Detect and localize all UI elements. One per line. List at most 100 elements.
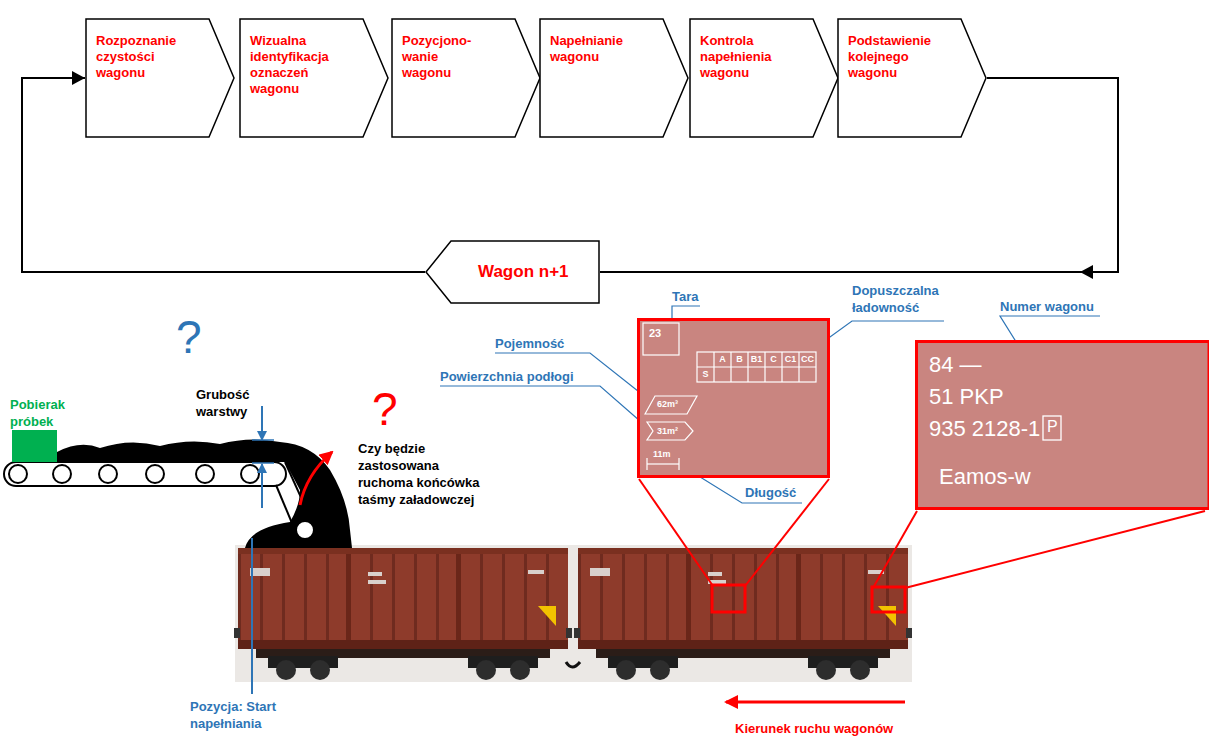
illustration-part — [566, 662, 580, 667]
chevron-outline — [240, 19, 388, 137]
step-text: Wizualna identyfikacja oznaczeń wagonu — [239, 18, 329, 97]
chevron-outline — [838, 19, 986, 137]
process-chevron: Kontrola napełnienia wagonu — [689, 18, 839, 138]
length-symbol — [646, 458, 647, 470]
illustration-part — [251, 538, 253, 694]
illustration-part — [9, 465, 27, 483]
position-label: Pozycja: Start napełniania — [190, 698, 310, 732]
marking-text: 23 — [649, 327, 661, 340]
marking-text: Eamos-w — [939, 464, 1031, 489]
illustration-part — [57, 439, 352, 548]
load-table — [697, 352, 816, 382]
marking-zoom-panel: 23ABB1CC1CC S 62m³ 31m² 11m — [637, 318, 830, 478]
illustration-part — [873, 511, 917, 588]
table-rule — [764, 352, 765, 382]
table-rule — [697, 366, 816, 367]
arrow-head — [1080, 265, 1093, 279]
illustration-part — [574, 548, 912, 680]
step-text: Podstawienie kolejnego wagonu — [837, 18, 931, 81]
process-chevron: Napełnianie wagonu — [539, 18, 689, 138]
length-symbol — [647, 463, 679, 464]
illustration-part — [196, 465, 214, 483]
marking-label: Powierzchnia podłogi — [440, 368, 574, 385]
tare-box — [643, 323, 679, 355]
arrow-head — [72, 71, 85, 85]
illustration-part — [235, 545, 912, 682]
illustration-part — [440, 386, 648, 428]
illustration-part — [639, 479, 713, 586]
question-mark: ? — [372, 384, 398, 435]
step-text: Wagon n+1 — [478, 262, 569, 282]
illustration-part — [146, 465, 164, 483]
table-rule — [730, 352, 731, 382]
question-mark: ? — [176, 312, 202, 363]
marking-text: B1 — [748, 354, 765, 364]
illustration-part — [276, 485, 297, 535]
floor-symbol — [647, 422, 693, 440]
step-text: Rozpoznanie czystości wagonu — [85, 18, 176, 81]
panel-ground — [917, 342, 1209, 509]
marking-text: C1 — [782, 354, 799, 364]
illustration-part — [261, 406, 263, 440]
next-wagon-box: Wagon n+1 — [425, 240, 600, 304]
marking-text: 62m³ — [657, 399, 678, 409]
illustration-part — [12, 430, 57, 462]
marking-label: Numer wagonu — [1000, 298, 1094, 315]
thickness-label: Grubość warstwy — [196, 386, 249, 420]
question-note: Czy będzie zastosowana ruchoma końcówka … — [358, 440, 493, 508]
chevron-outline — [392, 19, 540, 137]
marking-text: 84 — — [929, 352, 982, 377]
table-rule — [781, 352, 782, 382]
marking-label: Pojemność — [495, 335, 564, 352]
illustration-part — [745, 479, 829, 586]
illustration-part — [261, 464, 263, 508]
marking-label: Tara — [672, 288, 699, 305]
step-text: Kontrola napełnienia wagonu — [689, 18, 772, 81]
step-text: Napełnianie wagonu — [539, 18, 623, 65]
illustration-part — [726, 701, 905, 704]
marking-text: CC — [799, 354, 816, 364]
process-chevron: Podstawienie kolejnego wagonu — [837, 18, 987, 138]
marking-label: Długość — [745, 484, 796, 501]
table-rule — [747, 352, 748, 382]
letter-box — [1043, 416, 1061, 440]
length-symbol — [678, 458, 679, 470]
illustration-part — [905, 511, 1205, 588]
marking-label: Dopuszczalna ładowność — [852, 282, 939, 316]
marking-text: B — [731, 354, 748, 364]
marking-text: 11m — [653, 449, 671, 459]
chevron-outline — [86, 19, 234, 137]
process-chevron: Rozpoznanie czystości wagonu — [85, 18, 235, 138]
illustration-part — [252, 439, 274, 441]
illustration-part — [53, 465, 71, 483]
marking-text: S — [697, 369, 714, 379]
illustration-part — [241, 465, 259, 483]
illustration-part — [4, 462, 286, 486]
step-text: Pozycjono- wanie wagonu — [391, 18, 471, 81]
illustration-part — [99, 465, 117, 483]
panel-ground — [639, 320, 829, 477]
chevron-outline — [540, 19, 688, 137]
table-rule — [713, 352, 714, 382]
process-chevron: Wizualna identyfikacja oznaczeń wagonu — [239, 18, 389, 138]
illustration-part — [872, 587, 905, 612]
marking-text: 51 PKP — [929, 384, 1004, 409]
illustration-part — [712, 585, 745, 612]
illustration-part — [300, 452, 332, 505]
sampler-label: Pobierak próbek — [10, 396, 65, 430]
marking-text: C — [765, 354, 782, 364]
illustration-part — [296, 521, 314, 539]
illustration-part — [234, 548, 572, 680]
process-chevron: Pozycjono- wanie wagonu — [391, 18, 541, 138]
capacity-symbol — [645, 396, 697, 414]
number-zoom-panel: 84 —51 PKP935 2128-1PEamos-w — [915, 340, 1209, 510]
illustration-part — [252, 462, 274, 464]
marking-text: 31m² — [657, 426, 678, 436]
pentagon-outline — [426, 241, 599, 303]
direction-label: Kierunek ruchu wagonów — [735, 720, 893, 737]
marking-text: 935 2128-1 — [929, 416, 1040, 441]
chevron-outline — [690, 19, 838, 137]
marking-text: A — [714, 354, 731, 364]
table-rule — [798, 352, 799, 382]
